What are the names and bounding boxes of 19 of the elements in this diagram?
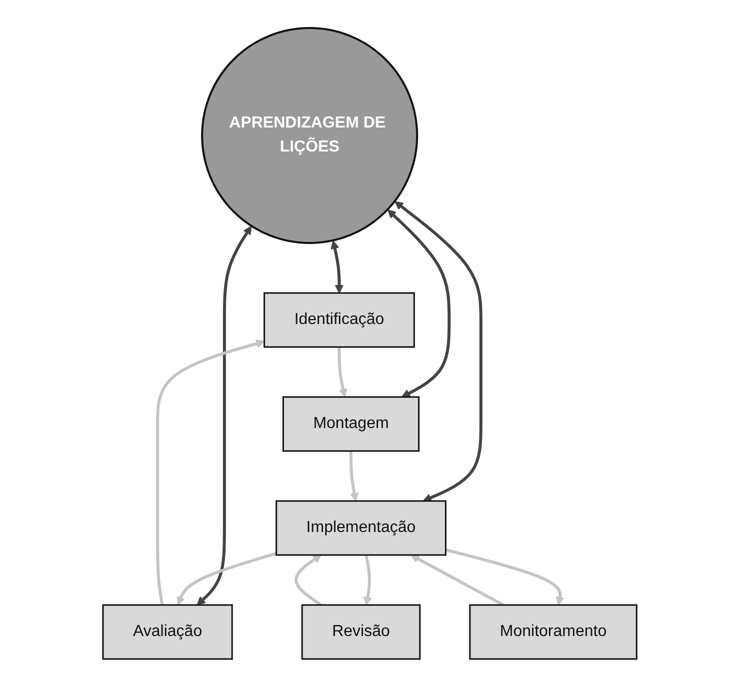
node-box: Identificação [264, 292, 416, 348]
arrow [196, 225, 252, 605]
arrow [350, 450, 359, 501]
node-box: Implementação [276, 500, 447, 556]
arrow [176, 551, 277, 605]
arrow [294, 554, 322, 606]
node-box: Montagem [282, 396, 420, 452]
node-box: Monitoramento [469, 604, 638, 660]
arrow [410, 554, 504, 606]
arrow [338, 346, 348, 397]
node-box: Revisão [302, 604, 421, 660]
arrow [394, 200, 483, 502]
arrow [364, 554, 372, 605]
arrow [330, 240, 344, 293]
node-circle: APRENDIZAGEM DE LIÇÕES [201, 26, 418, 244]
arrow [156, 338, 265, 605]
arrow [388, 208, 451, 397]
arrow [446, 548, 564, 605]
node-box: Avaliação [102, 604, 234, 660]
